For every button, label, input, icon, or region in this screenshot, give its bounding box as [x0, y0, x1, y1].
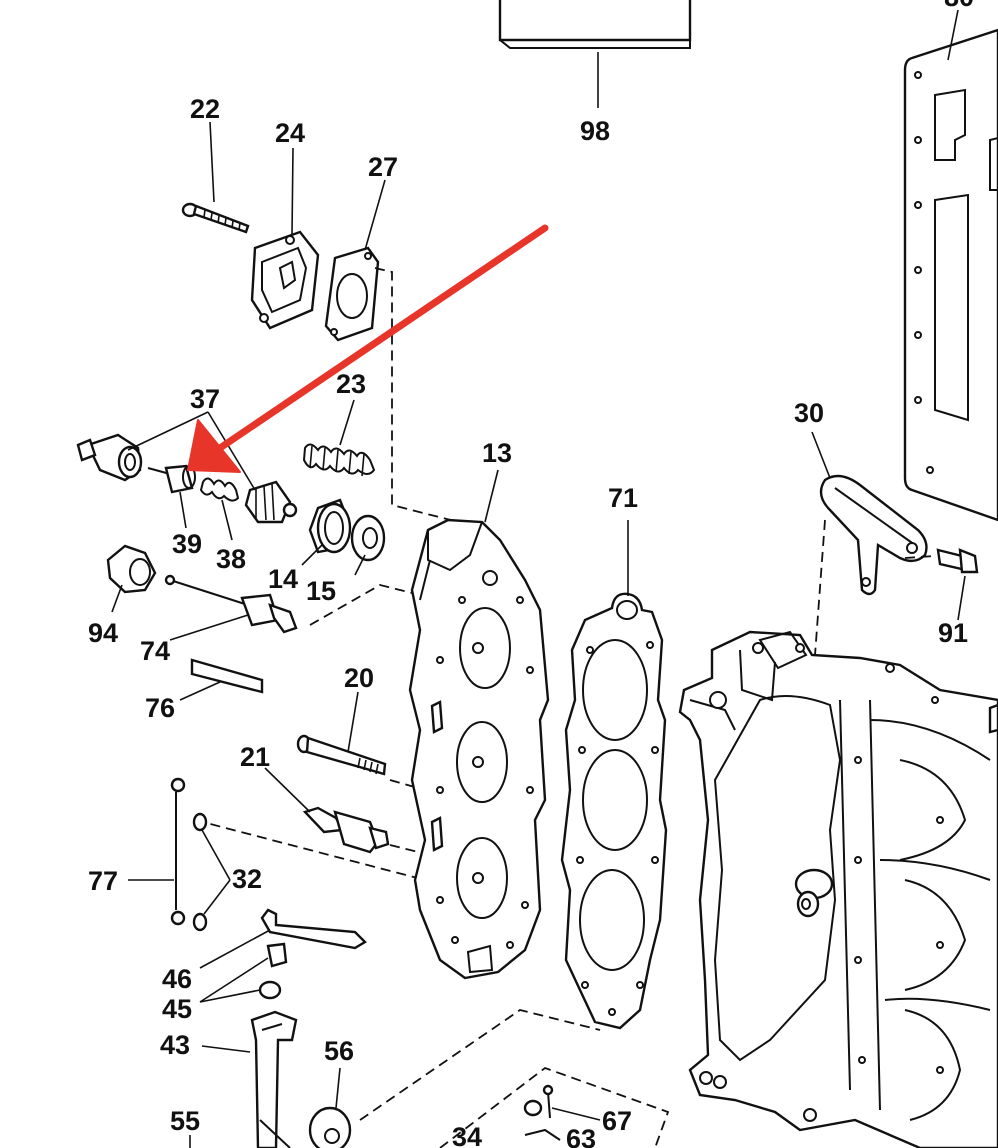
part-21-sensor — [264, 767, 390, 854]
part-43-bracket — [201, 1010, 298, 1148]
part-37-valve-body — [76, 433, 143, 482]
label-45: 45 — [162, 994, 192, 1024]
label-39: 39 — [172, 529, 202, 559]
part-22-bolt — [181, 121, 250, 234]
label-67: 67 — [602, 1106, 632, 1136]
label-91: 91 — [938, 618, 968, 648]
part-94-cap — [106, 544, 157, 613]
part-67-screw — [523, 1084, 601, 1121]
label-24: 24 — [275, 118, 305, 148]
part-15-washer — [350, 514, 386, 576]
red-pointer-arrow — [187, 224, 549, 473]
label-71: 71 — [608, 483, 638, 513]
part-20-bolt — [296, 691, 387, 776]
label-30: 30 — [794, 398, 824, 428]
part-32-washers — [192, 812, 231, 932]
label-77: 77 — [88, 866, 118, 896]
label-63: 63 — [566, 1124, 596, 1148]
part-74-sensor — [164, 574, 298, 641]
part-46-rod — [199, 908, 367, 969]
part-37-cap — [244, 480, 298, 524]
label-43: 43 — [160, 1030, 190, 1060]
label-76: 76 — [145, 693, 175, 723]
part-labels: 80 98 22 24 27 23 37 39 38 14 15 13 71 3… — [88, 0, 974, 1148]
part-38-spring — [199, 477, 240, 502]
label-46: 46 — [162, 964, 192, 994]
label-38: 38 — [216, 544, 246, 574]
part-77-wire — [128, 777, 186, 926]
part-39-plunger — [147, 464, 196, 494]
part-76-bracket — [179, 658, 264, 701]
label-20: 20 — [344, 663, 374, 693]
part-45-plugs — [199, 942, 288, 1003]
part-80-cover-plate — [903, 9, 998, 522]
label-13: 13 — [482, 438, 512, 468]
part-30-lift-bracket — [811, 431, 928, 596]
part-91-bolt — [936, 548, 979, 621]
cylinder-block — [678, 630, 998, 1148]
part-24-cover — [250, 147, 320, 330]
label-37: 37 — [190, 384, 220, 414]
label-15: 15 — [306, 576, 336, 606]
label-80: 80 — [944, 0, 974, 12]
part-14-cup — [301, 498, 352, 566]
part-98-box — [498, 0, 692, 108]
part-63-clip — [524, 1128, 561, 1141]
label-32: 32 — [232, 864, 262, 894]
label-14: 14 — [268, 564, 298, 594]
part-13-cylinder-head — [408, 469, 550, 980]
label-22: 22 — [190, 94, 220, 124]
label-27: 27 — [368, 152, 398, 182]
part-23-spring — [302, 399, 376, 477]
part-56-washer — [308, 1067, 352, 1148]
label-34: 34 — [452, 1122, 482, 1148]
label-98: 98 — [580, 116, 610, 146]
label-56: 56 — [324, 1036, 354, 1066]
part-27-gasket — [324, 179, 386, 342]
label-55: 55 — [170, 1106, 200, 1136]
label-21: 21 — [240, 742, 270, 772]
label-74: 74 — [140, 636, 170, 666]
part-71-head-gasket — [560, 520, 668, 1030]
label-23: 23 — [336, 369, 366, 399]
label-94: 94 — [88, 618, 118, 648]
